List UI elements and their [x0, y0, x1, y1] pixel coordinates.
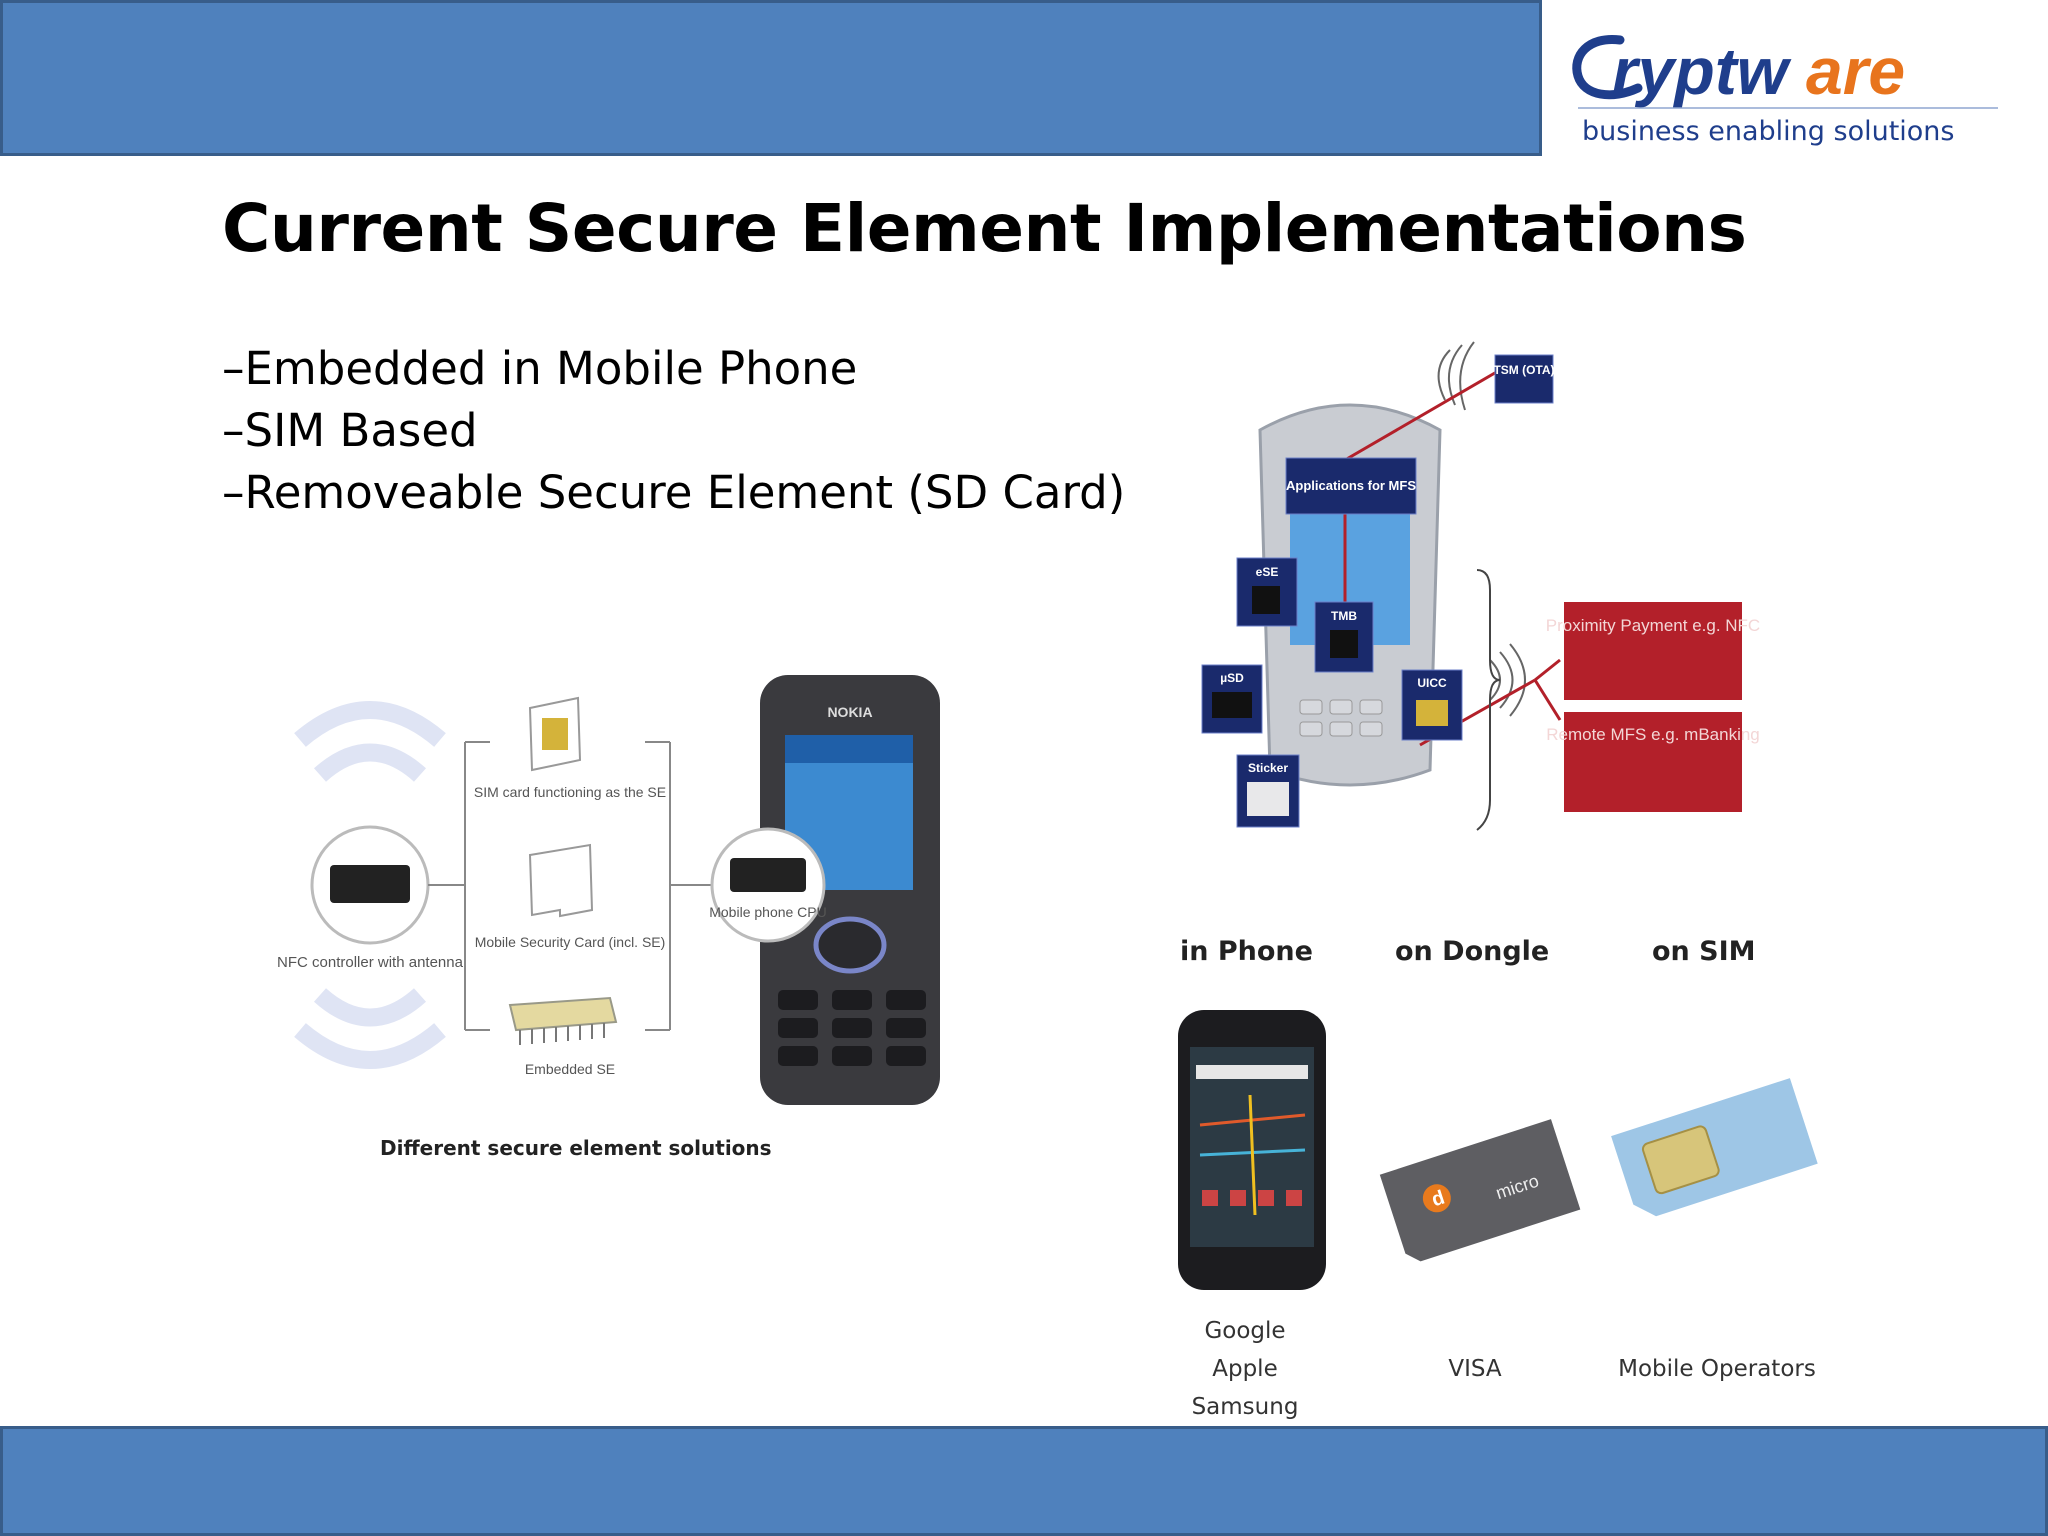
svg-text:ryptw: ryptw: [1612, 34, 1792, 108]
slide-title: Current Secure Element Implementations: [222, 190, 1747, 267]
usd-card-icon: [1212, 692, 1252, 718]
msc-label: Mobile Security Card (incl. SE): [475, 934, 666, 950]
svg-text:eSE: eSE: [1256, 565, 1279, 579]
se-solutions-diagram: NFC controller with antenna SIM card fun…: [277, 675, 940, 1105]
owner-label: Mobile Operators: [1618, 1356, 1816, 1382]
column-heading-phone: in Phone: [1180, 936, 1313, 967]
svg-text:µSD: µSD: [1220, 671, 1244, 685]
svg-text:UICC: UICC: [1417, 676, 1447, 690]
svg-text:Sticker: Sticker: [1248, 761, 1288, 775]
owner-label: Google: [1204, 1318, 1286, 1344]
bullet-item: SIM Based: [222, 400, 1125, 462]
owner-label: Apple: [1212, 1356, 1278, 1382]
proximity-label: Proximity Payment e.g. NFC: [1546, 616, 1760, 635]
tmb-chip-icon: [1330, 630, 1358, 658]
mfs-architecture-diagram: TSM (OTA) Applications for MFS eSE TMB µ…: [1201, 341, 1760, 831]
owners-dongle: VISA: [1420, 1350, 1530, 1388]
apps-label: Applications for MFS: [1286, 478, 1416, 493]
nokia-phone-image: NOKIA: [760, 675, 940, 1105]
cryptware-logo: ryptw are business enabling solutions: [1572, 34, 1998, 147]
svg-text:NOKIA: NOKIA: [827, 704, 872, 720]
uicc-chip-icon: [1416, 700, 1448, 726]
tsm-label: TSM (OTA): [1493, 363, 1554, 377]
smartphone-image: [1178, 1010, 1326, 1290]
ese-label: Embedded SE: [525, 1061, 615, 1077]
remote-label: Remote MFS e.g. mBanking: [1546, 725, 1760, 744]
owners-phone: Google Apple Samsung: [1190, 1312, 1300, 1426]
left-figure-caption: Different secure element solutions: [380, 1136, 772, 1160]
header-bar: [0, 0, 1542, 156]
sim-label: SIM card functioning as the SE: [474, 784, 666, 800]
secure-element-form-factors: d micro: [1178, 1010, 1818, 1290]
wave-icon: [294, 701, 446, 1069]
owners-sim: Mobile Operators: [1612, 1350, 1822, 1388]
bullet-item: Embedded in Mobile Phone: [222, 338, 1125, 400]
column-heading-sim: on SIM: [1652, 936, 1756, 967]
bullet-list: Embedded in Mobile Phone SIM Based Remov…: [222, 338, 1126, 524]
owner-label: VISA: [1448, 1356, 1502, 1382]
cpu-chip-icon: [730, 858, 806, 892]
sim-card-image: [1611, 1078, 1818, 1217]
embedded-se-icon: [508, 996, 618, 1045]
chip-icon: [330, 865, 410, 903]
owner-label: Samsung: [1191, 1394, 1299, 1420]
sd-card-icon: [528, 843, 594, 918]
cpu-label: Mobile phone CPU: [709, 904, 827, 920]
ese-chip-icon: [1252, 586, 1280, 614]
column-heading-dongle: on Dongle: [1395, 936, 1550, 967]
nfc-controller-label: NFC controller with antenna: [277, 954, 464, 971]
microsd-card-image: d micro: [1379, 1119, 1581, 1262]
footer-bar: [0, 1426, 2048, 1536]
logo-tagline: business enabling solutions: [1582, 116, 1955, 147]
bullet-item: Removeable Secure Element (SD Card): [222, 462, 1126, 524]
svg-text:are: are: [1806, 34, 1905, 108]
sticker-icon: [1247, 782, 1289, 816]
svg-text:TMB: TMB: [1331, 609, 1357, 623]
